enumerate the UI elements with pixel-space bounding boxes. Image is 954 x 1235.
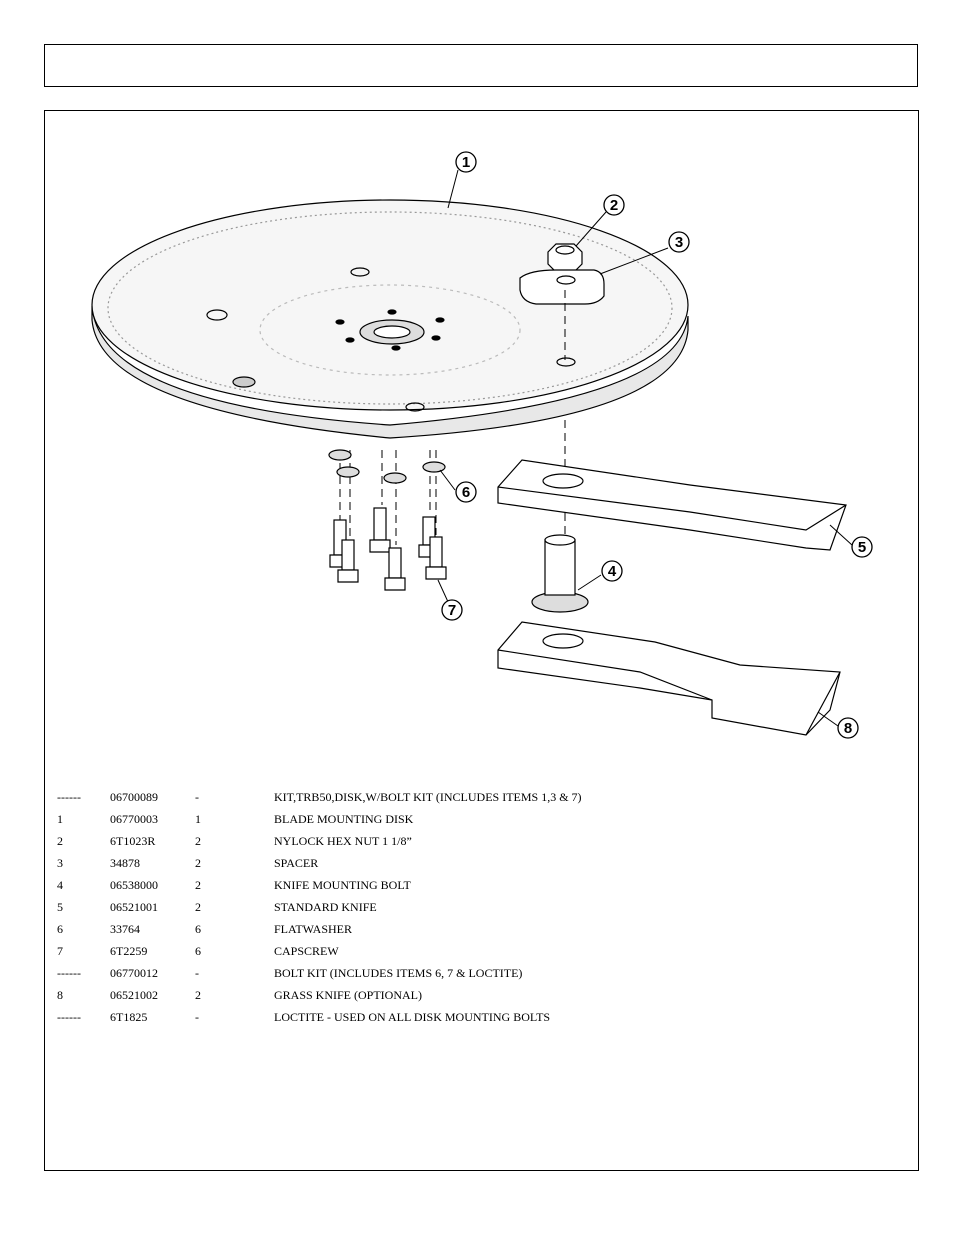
- item-cell: 3: [57, 856, 63, 870]
- table-row: 3 34878 2 SPACER: [57, 856, 582, 878]
- table-row: 7 6T2259 6 CAPSCREW: [57, 944, 582, 966]
- qty-cell: -: [195, 790, 199, 804]
- qty-cell: 2: [195, 856, 201, 870]
- qty-cell: -: [195, 966, 199, 980]
- qty-cell: 6: [195, 922, 201, 936]
- header-box: [44, 44, 918, 87]
- description-cell: BLADE MOUNTING DISK: [274, 812, 414, 826]
- item-cell: 1: [57, 812, 63, 826]
- qty-cell: -: [195, 1010, 199, 1024]
- qty-cell: 2: [195, 988, 201, 1002]
- item-cell: ------: [57, 790, 81, 804]
- description-cell: GRASS KNIFE (OPTIONAL): [274, 988, 423, 1002]
- qty-cell: 6: [195, 944, 201, 958]
- table-row: ------ 06700089 - KIT,TRB50,DISK,W/BOLT …: [57, 790, 582, 812]
- part-number-cell: 34878: [110, 856, 140, 870]
- standard-knife: [497, 459, 847, 551]
- table-row: ------ 6T1825 - LOCTITE - USED ON ALL DI…: [57, 1010, 582, 1032]
- main-content-box: [44, 110, 919, 1171]
- part-number-cell: 06538000: [110, 878, 158, 892]
- item-cell: ------: [57, 966, 81, 980]
- description-cell: NYLOCK HEX NUT 1 1/8”: [274, 834, 412, 848]
- part-number-cell: 6T1825: [110, 1010, 148, 1024]
- description-cell: CAPSCREW: [274, 944, 339, 958]
- table-row: 8 06521002 2 GRASS KNIFE (OPTIONAL): [57, 988, 582, 1010]
- part-number-cell: 33764: [110, 922, 140, 936]
- callout-3-label: 3: [675, 234, 683, 251]
- callout-2: 2: [603, 194, 625, 216]
- qty-cell: 2: [195, 834, 201, 848]
- nylock-hex-nut: [547, 243, 583, 273]
- table-row: ------ 06770012 - BOLT KIT (INCLUDES ITE…: [57, 966, 582, 988]
- item-cell: 6: [57, 922, 63, 936]
- part-number-cell: 06770003: [110, 812, 158, 826]
- part-number-cell: 06700089: [110, 790, 158, 804]
- parts-list-table: ------ 06700089 - KIT,TRB50,DISK,W/BOLT …: [57, 790, 582, 1032]
- description-cell: BOLT KIT (INCLUDES ITEMS 6, 7 & LOCTITE): [274, 966, 523, 980]
- item-cell: 8: [57, 988, 63, 1002]
- callout-4: 4: [601, 560, 623, 582]
- description-cell: KNIFE MOUNTING BOLT: [274, 878, 411, 892]
- qty-cell: 2: [195, 878, 201, 892]
- callout-7: 7: [441, 599, 463, 621]
- callout-4-label: 4: [608, 563, 617, 580]
- description-cell: LOCTITE - USED ON ALL DISK MOUNTING BOLT…: [274, 1010, 551, 1024]
- item-cell: 5: [57, 900, 63, 914]
- part-number-cell: 6T1023R: [110, 834, 156, 848]
- exploded-parts-diagram: 1 2 3 4 5 6 7 8: [91, 151, 873, 739]
- qty-cell: 1: [195, 812, 201, 826]
- callout-6-label: 6: [462, 484, 470, 501]
- part-number-cell: 6T2259: [110, 944, 148, 958]
- item-cell: ------: [57, 1010, 81, 1024]
- description-cell: STANDARD KNIFE: [274, 900, 377, 914]
- table-row: 1 06770003 1 BLADE MOUNTING DISK: [57, 812, 582, 834]
- callout-1: 1: [455, 151, 477, 173]
- callout-8-label: 8: [844, 720, 852, 737]
- item-cell: 4: [57, 878, 63, 892]
- table-row: 2 6T1023R 2 NYLOCK HEX NUT 1 1/8”: [57, 834, 582, 856]
- capscrews: [329, 507, 447, 591]
- knife-mounting-bolt: [531, 534, 589, 613]
- blade-mounting-disk: [91, 199, 689, 439]
- table-row: 4 06538000 2 KNIFE MOUNTING BOLT: [57, 878, 582, 900]
- callout-7-label: 7: [448, 602, 456, 619]
- description-cell: SPACER: [274, 856, 319, 870]
- callout-3: 3: [668, 231, 690, 253]
- spacer: [519, 269, 605, 305]
- table-row: 6 33764 6 FLATWASHER: [57, 922, 582, 944]
- callout-8: 8: [837, 717, 859, 739]
- callout-1-label: 1: [462, 154, 470, 171]
- part-number-cell: 06521001: [110, 900, 158, 914]
- qty-cell: 2: [195, 900, 201, 914]
- description-cell: FLATWASHER: [274, 922, 353, 936]
- part-number-cell: 06770012: [110, 966, 158, 980]
- grass-knife: [497, 621, 841, 736]
- item-cell: 7: [57, 944, 63, 958]
- table-row: 5 06521001 2 STANDARD KNIFE: [57, 900, 582, 922]
- flatwashers: [328, 449, 446, 484]
- callout-5: 5: [851, 536, 873, 558]
- callout-2-label: 2: [610, 197, 618, 214]
- description-cell: KIT,TRB50,DISK,W/BOLT KIT (INCLUDES ITEM…: [274, 790, 582, 804]
- part-number-cell: 06521002: [110, 988, 158, 1002]
- callout-6: 6: [455, 481, 477, 503]
- item-cell: 2: [57, 834, 63, 848]
- callout-5-label: 5: [858, 539, 866, 556]
